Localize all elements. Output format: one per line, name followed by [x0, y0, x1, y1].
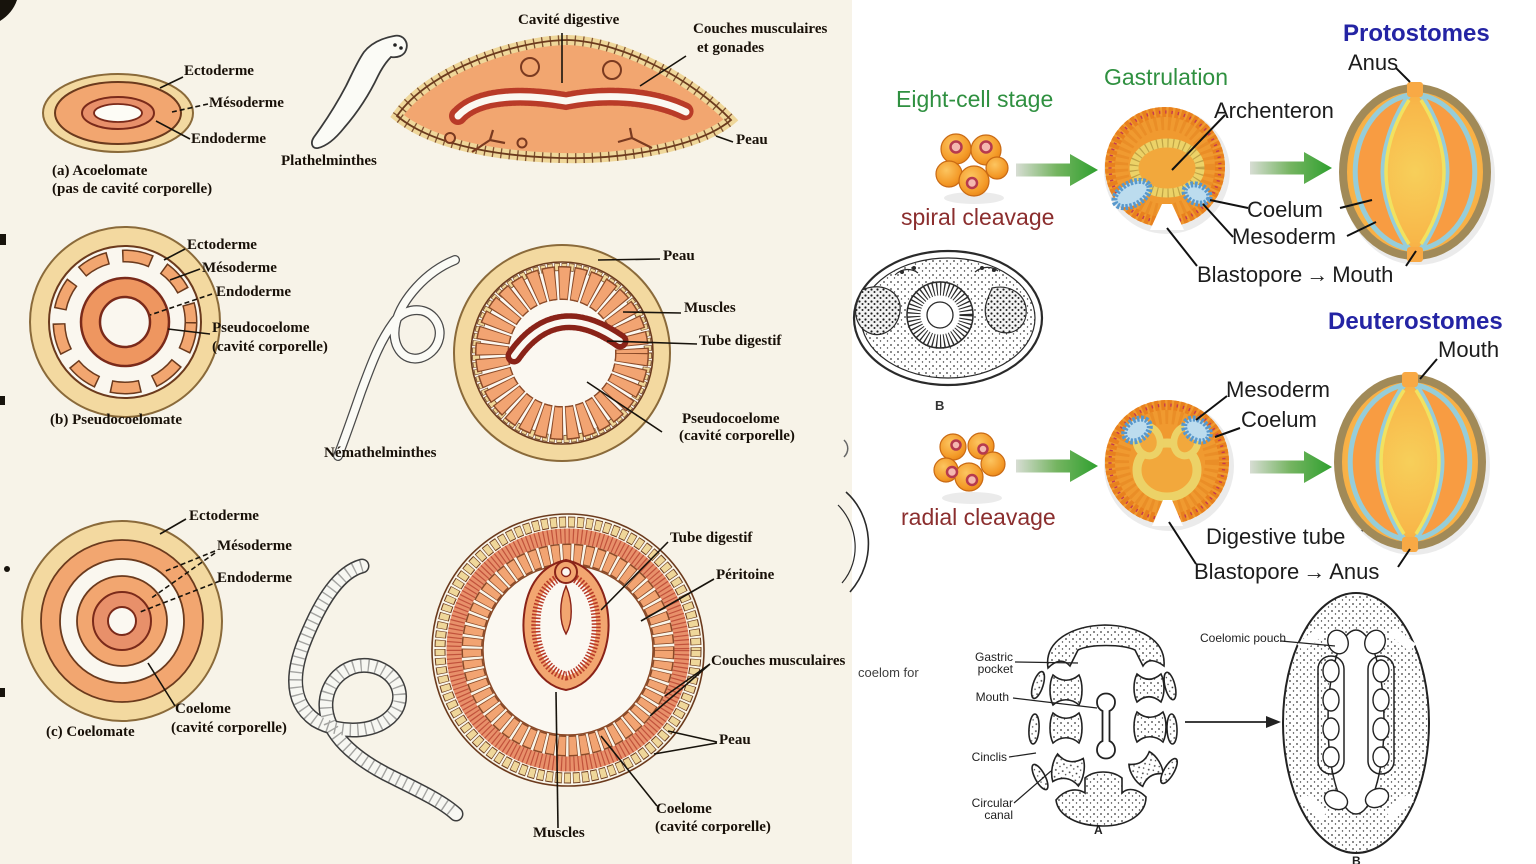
label-pseudocoelome-cs-line2: (cavité corporelle) — [679, 428, 795, 444]
radial-embryo — [933, 432, 1006, 504]
caption-pseudocoelomate: (b) Pseudocoelomate — [50, 412, 183, 428]
label-gastric-pocket-line1: Gastric — [974, 650, 1013, 664]
spiral-embryo — [935, 133, 1009, 204]
label-tube-digestif-c: Tube digestif — [670, 530, 753, 546]
caption-coelomate: (c) Coelomate — [46, 724, 135, 740]
earthworm-drawing — [288, 558, 464, 822]
label-radial-cleavage: radial cleavage — [901, 504, 1056, 530]
label-peau-b: Peau — [663, 248, 695, 264]
acoelomate-cross-diagram — [42, 73, 209, 153]
label-pseudocoelome-cs-line1: Pseudocoelome — [682, 411, 780, 427]
right-arrow-glyph: → — [1303, 559, 1326, 584]
deuterostome-adult — [1334, 358, 1490, 568]
blastopore-word: Blastopore — [1197, 262, 1303, 287]
figure-b-letter: B — [1352, 854, 1361, 864]
caption-acoelomate-line2: (pas de cavité corporelle) — [52, 181, 213, 197]
bw-figure-b-label: B — [935, 398, 945, 413]
label-peau-a: Peau — [736, 132, 768, 148]
scan-artifacts — [0, 0, 870, 697]
label-peau-c: Peau — [719, 732, 751, 748]
label-pseudocoelome-line2: (cavité corporelle) — [212, 339, 328, 355]
protostome-adult — [1339, 67, 1495, 267]
label-gastric-pocket-line2: pocket — [977, 662, 1013, 676]
label-cavite-digestive: Cavité digestive — [518, 12, 620, 28]
label-coelome-cs-line1: Coelome — [656, 801, 712, 817]
blastopore-word: Blastopore — [1194, 559, 1300, 584]
label-blastopore-mouth: Blastopore→Mouth — [1197, 264, 1393, 286]
label-couches-musculaires-c: Couches musculaires — [711, 653, 846, 669]
label-anus-protostome: Anus — [1348, 50, 1399, 75]
earthworm-cross-section — [431, 513, 718, 829]
label-coelum-deuterostome: Coelum — [1241, 407, 1317, 432]
label-coelome-cs-line2: (cavité corporelle) — [655, 819, 771, 835]
gastrula-deuterostome — [1104, 395, 1416, 565]
label-endoderme-a: Endoderme — [191, 131, 266, 147]
planaria-drawing — [311, 34, 408, 149]
anus-word: Anus — [1329, 559, 1380, 584]
label-peritoine: Péritoine — [716, 567, 775, 583]
right-arrow-glyph: → — [1306, 262, 1329, 287]
label-mesoderm-protostome: Mesoderm — [1232, 224, 1336, 249]
label-gastrulation: Gastrulation — [1104, 64, 1229, 90]
label-ectoderme-c: Ectoderme — [189, 508, 259, 524]
label-digestive-tube: Digestive tube — [1206, 524, 1346, 549]
label-endoderme-c: Endoderme — [217, 570, 292, 586]
label-nemathelminthes: Némathelminthes — [324, 445, 437, 461]
label-muscles-b: Muscles — [684, 300, 736, 316]
label-muscles-c: Muscles — [533, 825, 585, 841]
label-cinclis: Cinclis — [971, 750, 1007, 764]
pseudocoelomate-cross-diagram — [29, 226, 221, 418]
label-circular-canal-line1: Circular — [971, 796, 1013, 810]
mouth-word: Mouth — [1332, 262, 1394, 287]
label-eight-cell-stage: Eight-cell stage — [896, 86, 1054, 112]
label-couches-gonades-line2: et gonades — [697, 40, 765, 56]
nematode-drawing — [333, 255, 460, 461]
label-endoderme-b: Endoderme — [216, 284, 291, 300]
label-tube-digestif-b: Tube digestif — [699, 333, 782, 349]
label-ectoderme-a: Ectoderme — [184, 63, 254, 79]
flow-arrows — [1016, 152, 1332, 483]
bw-worm-cross-section — [852, 249, 1044, 387]
label-ectoderme-b: Ectoderme — [187, 237, 257, 253]
label-mouth-deuterostome: Mouth — [1438, 337, 1500, 362]
gastrula-protostome — [1104, 107, 1249, 267]
label-coelome-line2: (cavité corporelle) — [171, 720, 287, 736]
title-deuterostomes: Deuterostomes — [1328, 308, 1503, 335]
label-coelome-line1: Coelome — [175, 701, 231, 717]
coelomate-cross-diagram — [21, 518, 223, 722]
label-coelum-protostome: Coelum — [1247, 197, 1323, 222]
label-plathelminthes: Plathelminthes — [281, 153, 377, 169]
label-spiral-cleavage: spiral cleavage — [901, 204, 1055, 230]
caption-acoelomate-line1: (a) Acoelomate — [52, 163, 148, 179]
label-mesoderme-a: Mésoderme — [209, 95, 284, 111]
label-pseudocoelome-line1: Pseudocoelome — [212, 320, 310, 336]
title-protostomes: Protostomes — [1343, 20, 1490, 47]
label-blastopore-anus: Blastopore→Anus — [1194, 561, 1379, 583]
label-coelom-for: coelom for — [858, 665, 919, 680]
flatworm-cross-section — [390, 33, 739, 164]
label-archenteron: Archenteron — [1214, 98, 1334, 123]
label-mouth-figure-a: Mouth — [975, 690, 1009, 704]
label-coelomic-pouch: Coelomic pouch — [1200, 631, 1287, 645]
label-mesoderme-c: Mésoderme — [217, 538, 292, 554]
nematode-cross-section — [453, 244, 698, 462]
figure-a-radial-plan — [1008, 624, 1179, 827]
label-circular-canal-line2: canal — [984, 808, 1013, 822]
label-mesoderme-b: Mésoderme — [202, 260, 277, 276]
figure-a-letter: A — [1094, 823, 1103, 837]
label-mesoderm-deuterostome: Mesoderm — [1226, 377, 1330, 402]
label-couches-gonades-line1: Couches musculaires — [693, 21, 828, 37]
figure-b-coelomic-plan — [1185, 592, 1430, 854]
